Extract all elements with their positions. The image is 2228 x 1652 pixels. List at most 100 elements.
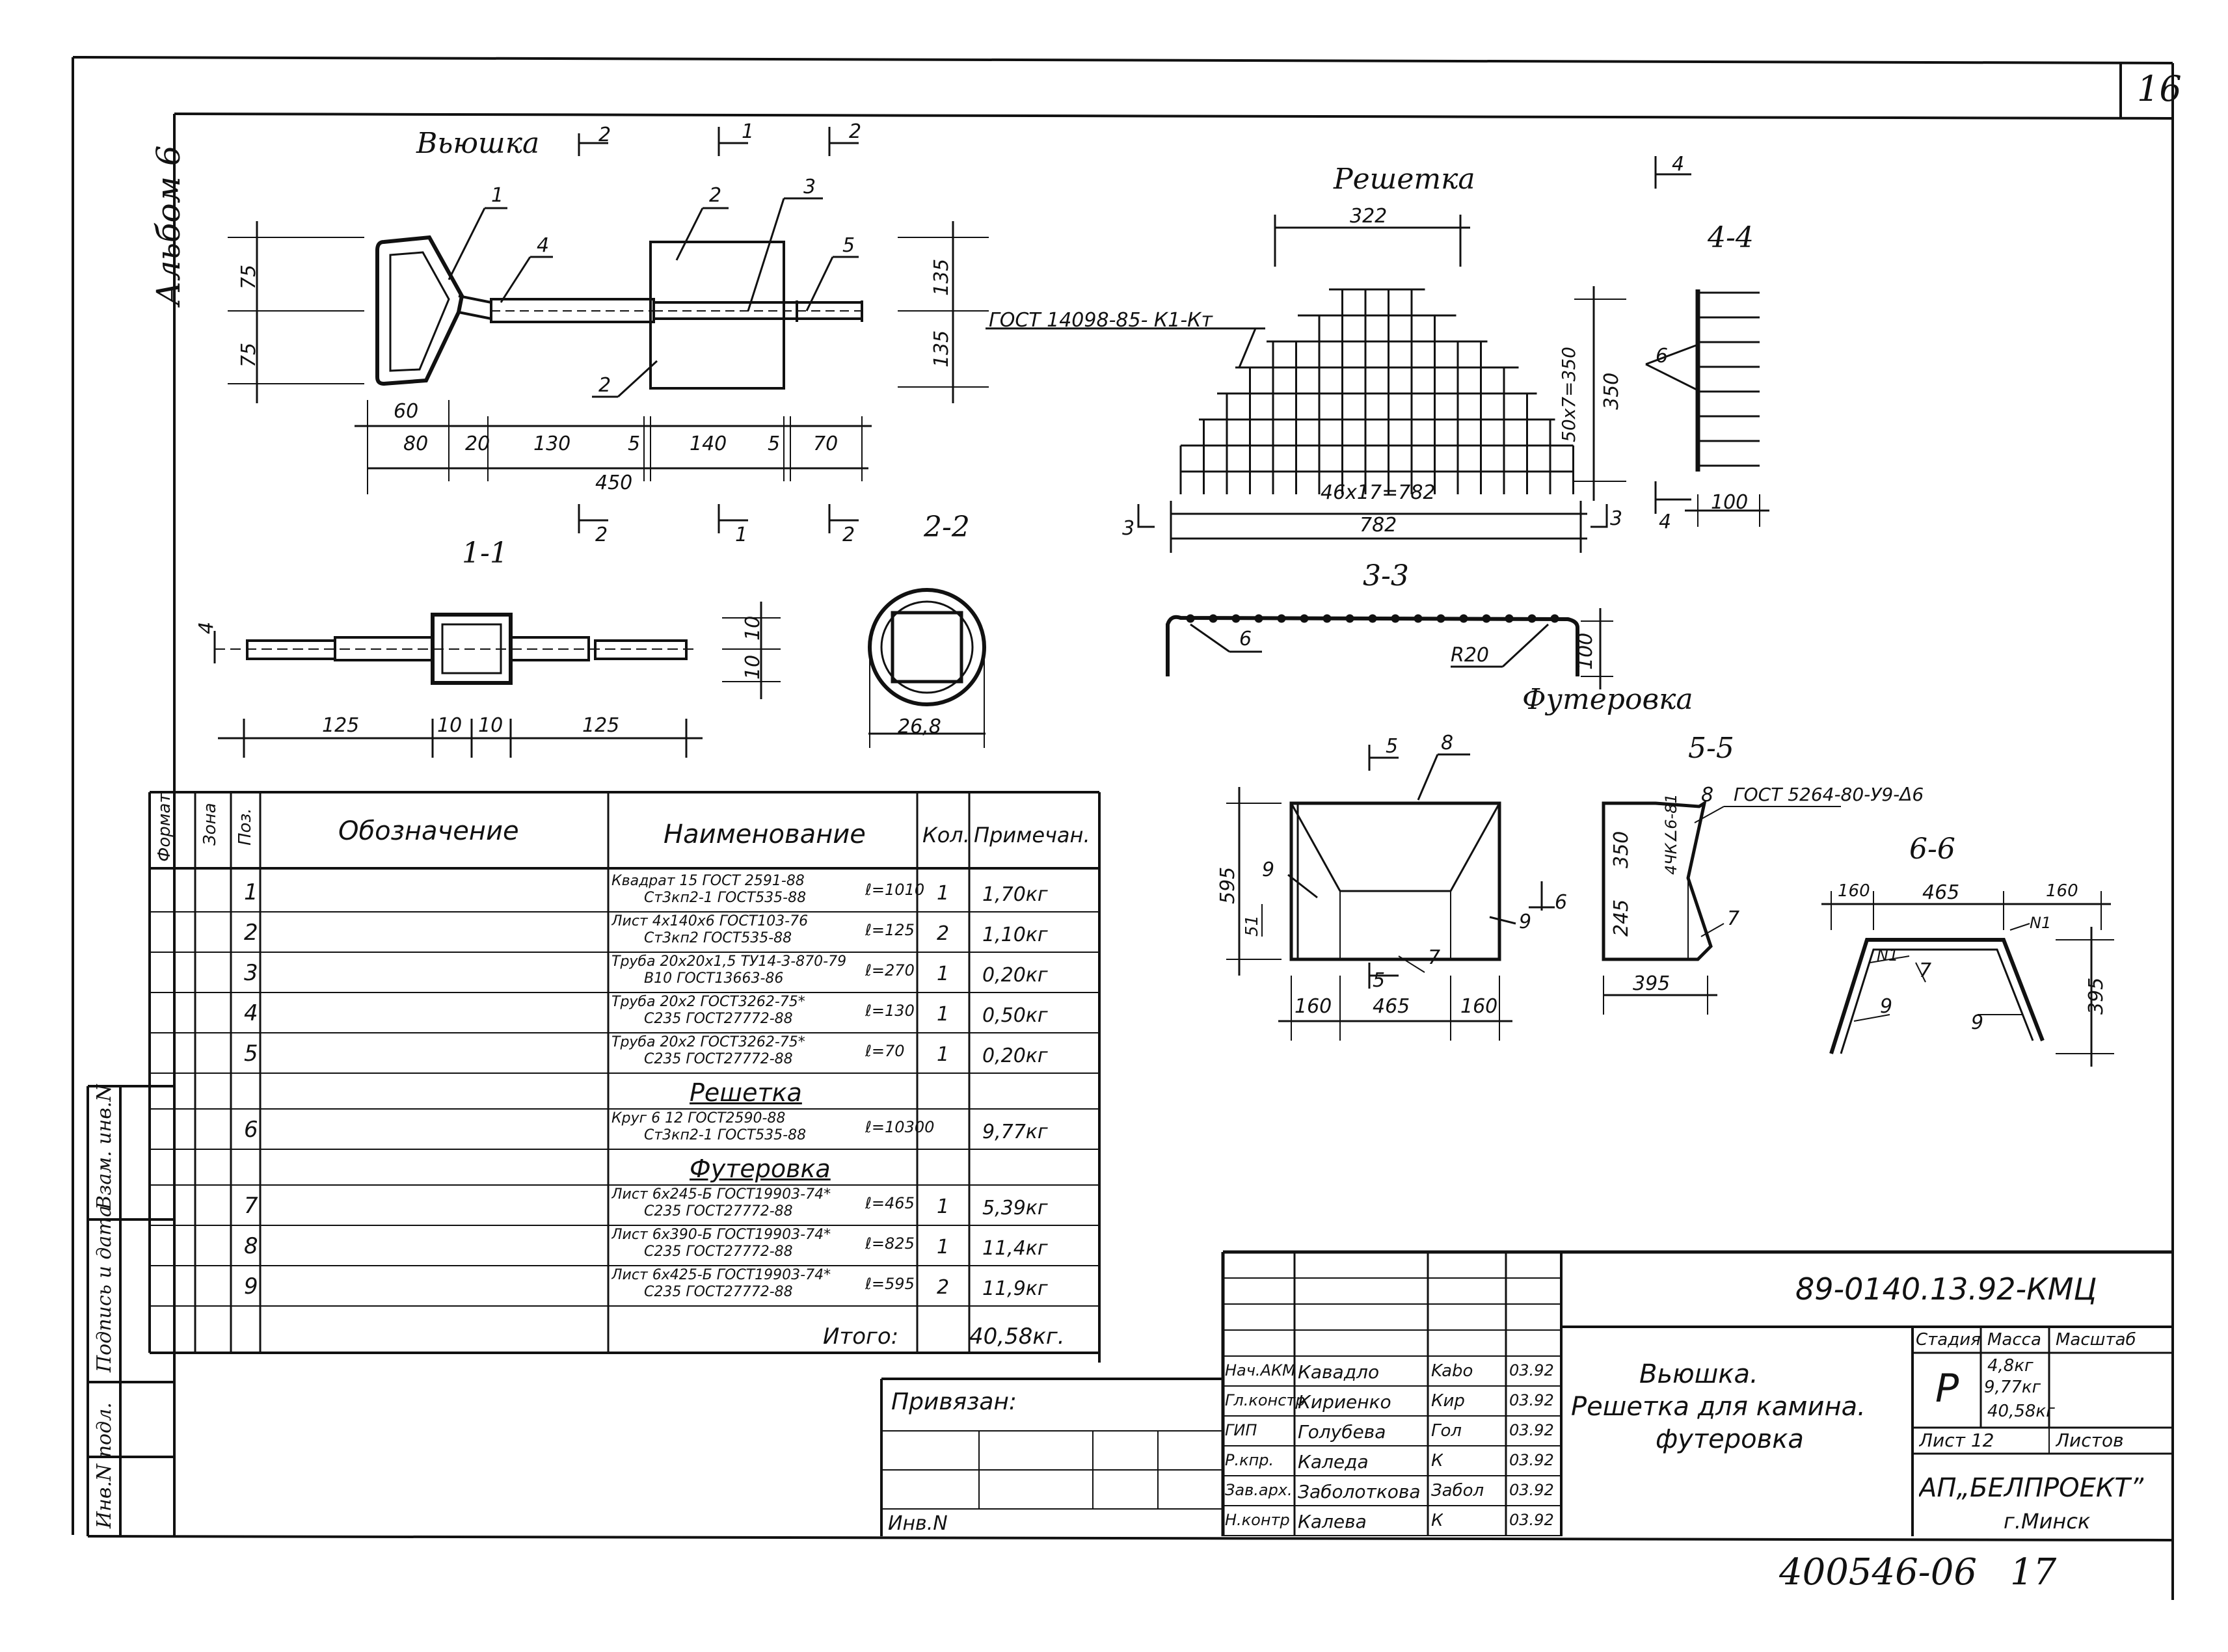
- leader-pos-3: 3: [803, 176, 816, 198]
- dim-sec11-10a: 10: [437, 714, 463, 737]
- cut-5-top: 5: [1386, 735, 1399, 758]
- section-3-3-rod: [1186, 614, 1195, 623]
- section-1-1-drawing: [213, 602, 781, 758]
- cut-4-top: 4: [1672, 153, 1685, 176]
- dim-futerovka-160b: 160: [1460, 995, 1498, 1018]
- section-3-3-rod: [1414, 614, 1423, 623]
- view-title-futerovka: Футеровка: [1522, 683, 1693, 716]
- dim-reshetka-cell-w: 46х17=782: [1321, 481, 1436, 504]
- sheet-number: 16: [2137, 68, 2182, 109]
- view-title-reshetka: Решетка: [1334, 163, 1475, 196]
- dim-vyushka-60: 60: [394, 400, 419, 423]
- cut-5-bottom: 5: [1373, 969, 1386, 992]
- callout-gost-weld: ГОСТ 5264-80-У9-Δ6: [1734, 784, 1924, 805]
- dim-reshetka-350: 350: [1600, 372, 1623, 410]
- dim-vyushka-5a: 5: [628, 433, 641, 455]
- dim-vyushka-h-right-top: 135: [930, 258, 953, 296]
- view-title-5-5: 5-5: [1688, 732, 1734, 765]
- leader-pos-2b: 2: [598, 374, 611, 397]
- dim-sec11-10b: 10: [478, 714, 503, 737]
- dim-sec66-395: 395: [2085, 977, 2108, 1015]
- cut-4-bottom: 4: [1659, 511, 1672, 533]
- cut-1-top: 1: [742, 120, 755, 143]
- dim-sec11-125a: 125: [322, 714, 360, 737]
- leader-futerovka-9a: 9: [1262, 859, 1275, 881]
- dim-vyushka-70: 70: [813, 433, 839, 455]
- dim-reshetka-782: 782: [1360, 514, 1397, 537]
- section-3-3-rod: [1482, 614, 1491, 623]
- section-3-3-rod: [1322, 614, 1332, 623]
- leader-pos-2a: 2: [709, 184, 722, 207]
- dim-sec22-dia: 26,8: [898, 715, 941, 738]
- section-3-3-rod: [1345, 614, 1354, 623]
- dim-reshetka-cell-h: 50х7=350: [1558, 347, 1579, 442]
- dim-futerovka-595: 595: [1216, 866, 1239, 904]
- dim-futerovka-465: 465: [1373, 995, 1410, 1018]
- cut-3-right: 3: [1610, 507, 1623, 530]
- dim-vyushka-80: 80: [403, 433, 429, 455]
- dim-sec11-t4: 4: [195, 621, 218, 634]
- vyushka-drawing: [228, 127, 989, 533]
- section-3-3-rod: [1277, 614, 1286, 623]
- stamp-vzam-inv: Взам. инв.N: [93, 1084, 116, 1210]
- leader-sec66-n1b: N1: [2030, 914, 2052, 932]
- cut-6: 6: [1555, 891, 1568, 914]
- section-3-3-rod: [1300, 614, 1309, 623]
- cut-1-bottom: 1: [735, 524, 748, 546]
- leader-sec55-7: 7: [1727, 907, 1740, 930]
- dim-vyushka-h-top: 75: [237, 264, 260, 289]
- view-title-4-4: 4-4: [1708, 221, 1754, 254]
- leader-sec66-9a: 9: [1880, 995, 1893, 1018]
- reshetka-drawing: [1179, 288, 1574, 494]
- dim-vyushka-450: 450: [595, 472, 633, 494]
- section-3-3-drawing: [1166, 608, 1613, 689]
- section-4-4-drawing: [1645, 289, 1769, 527]
- dim-sec11-v10a: 10: [742, 615, 764, 641]
- bottom-code: 400546-06: [1779, 1551, 1977, 1593]
- section-2-2-drawing: [868, 588, 986, 748]
- leader-sec66-n1a: N1: [1877, 946, 1899, 965]
- dim-vyushka-20: 20: [465, 433, 490, 455]
- section-3-3-rod: [1368, 614, 1377, 623]
- dim-sec66-465: 465: [1922, 881, 1960, 904]
- view-title-1-1: 1-1: [462, 537, 508, 570]
- section-3-3-rod: [1209, 614, 1218, 623]
- dim-sec33-100: 100: [1574, 632, 1597, 670]
- section-3-3-rod: [1505, 614, 1514, 623]
- leader-futerovka-9b: 9: [1519, 911, 1532, 933]
- section-5-5-drawing: [1602, 799, 1841, 1015]
- section-3-3-rod: [1459, 614, 1468, 623]
- leader-pos-4: 4: [537, 234, 550, 257]
- section-3-3-rod: [1527, 614, 1537, 623]
- dim-futerovka-51: 51: [1242, 914, 1262, 937]
- leader-sec44-6: 6: [1656, 345, 1669, 367]
- cut-2-top-left: 2: [598, 124, 611, 146]
- leader-sec55-8: 8: [1701, 784, 1714, 806]
- section-3-3-rod: [1436, 614, 1445, 623]
- cut-3-left: 3: [1122, 517, 1135, 540]
- dim-sec66-160a: 160: [1838, 881, 1870, 901]
- cut-2-bottom-right: 2: [842, 524, 855, 546]
- stamp-inv-podl: Инв.N подл.: [93, 1402, 116, 1528]
- album-label: Альбом 6: [150, 145, 187, 306]
- dim-reshetka-322: 322: [1350, 205, 1388, 228]
- futerovka-drawing: [1226, 745, 1555, 1041]
- dim-sec11-125b: 125: [582, 714, 620, 737]
- dim-vyushka-h-right-bottom: 135: [930, 330, 953, 367]
- dim-vyushka-130: 130: [533, 433, 571, 455]
- callout-gost-mesh: ГОСТ 14098-85- К1-Кт: [989, 309, 1213, 332]
- cut-2-top-right: 2: [849, 120, 862, 143]
- dim-sec55-395: 395: [1633, 972, 1671, 995]
- leader-sec66-7: 7: [1919, 959, 1932, 982]
- leader-sec33-6: 6: [1239, 628, 1252, 650]
- title-block-grid: [880, 1250, 2173, 1536]
- dim-vyushka-5b: 5: [768, 433, 781, 455]
- leader-futerovka-8: 8: [1441, 732, 1454, 754]
- leader-pos-1: 1: [491, 184, 504, 207]
- dim-sec66-160b: 160: [2046, 881, 2078, 901]
- view-title-vyushka: Вьюшка: [416, 127, 540, 160]
- stamp-signature-date: Подпись и дата: [93, 1205, 116, 1372]
- dim-sec55-350: 350: [1610, 831, 1633, 868]
- dim-sec11-v10b: 10: [742, 654, 764, 680]
